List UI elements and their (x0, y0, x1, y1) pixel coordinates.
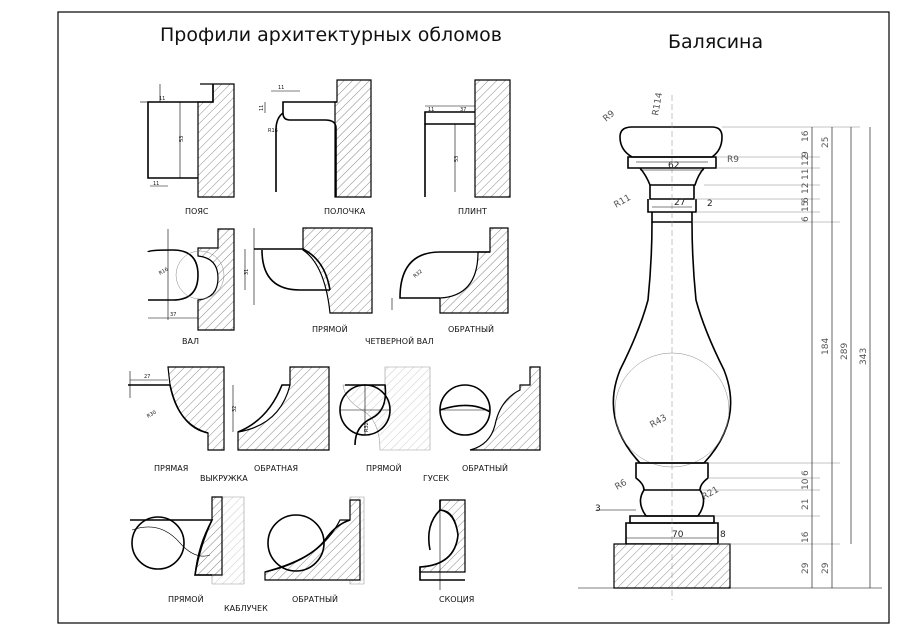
poyas-dim-c: 11 (153, 181, 159, 187)
profile-vykruzhka-pryamaya: 27 R30 (128, 366, 225, 451)
label-kablchuk: КАБЛУЧЕК (224, 604, 268, 613)
polochka-dim-c: R16 (268, 128, 278, 134)
bal-r43: R43 (649, 413, 669, 431)
label-val: ВАЛ (182, 337, 199, 346)
label-gusek-left: ПРЯМОЙ (366, 462, 402, 473)
plint-dim-c: 53 (454, 156, 460, 162)
label-kablchuk-left: ПРЯМОЙ (168, 593, 204, 604)
chetverik-dim-a: 31 (244, 269, 250, 275)
profile-poyas: 11 53 11 (140, 83, 235, 198)
val-dim-b: 37 (170, 312, 176, 318)
bal-h-29a: 29 (801, 562, 811, 574)
label-plint: ПЛИНТ (458, 207, 487, 216)
profile-gusek-pryamoy: R32 (339, 366, 431, 451)
vykruzhka-dim-b: R30 (146, 410, 158, 420)
bal-w-3: 3 (595, 504, 601, 514)
profile-skotsia (419, 499, 466, 590)
bal-w-2: 2 (707, 199, 713, 209)
profile-kablchuk-pryamoy (130, 496, 245, 585)
bal-h-289: 289 (840, 343, 850, 360)
vykruzhka-dim-a: 27 (144, 374, 150, 380)
bal-h-184: 184 (821, 338, 831, 355)
val-dim-a: R16 (158, 267, 170, 277)
profile-gusek-obratny (439, 366, 541, 451)
profile-val: R16 37 (147, 228, 235, 331)
profile-plint: 11 37 53 (424, 79, 511, 198)
profile-polochka: 11 11 R16 (259, 79, 372, 198)
title-baluster: Балясина (668, 31, 763, 53)
bal-h-16: 16 (801, 130, 811, 142)
poyas-dim-a: 11 (159, 96, 165, 102)
sheet-frame (57, 11, 890, 624)
bal-w-62: 62 (668, 161, 679, 171)
bal-h-25: 25 (821, 137, 831, 148)
polochka-dim-a: 11 (278, 85, 284, 91)
label-gusek-right: ОБРАТНЫЙ (462, 462, 508, 473)
label-skotsia: СКОЦИЯ (439, 595, 474, 604)
profile-chetverik-right: 31 (244, 227, 373, 314)
bal-h-12b: 12 (801, 183, 811, 194)
bal-h-16b: 16 (801, 531, 811, 543)
bal-w-27: 27 (674, 198, 685, 208)
bal-h-10: 10 (801, 478, 811, 490)
poyas-dim-b: 53 (179, 136, 185, 142)
label-vykruzhka-left: ПРЯМАЯ (154, 464, 188, 473)
plint-dim-b: 37 (460, 107, 466, 113)
label-chetverik-left: ПРЯМОЙ (312, 323, 348, 334)
bal-r9-right: R9 (727, 155, 739, 165)
bal-w-70: 70 (672, 530, 684, 540)
bal-r21: R21 (701, 485, 721, 503)
bal-h-12a: 12 (801, 155, 811, 166)
bal-h-6c: 6 (801, 470, 811, 476)
label-chetverik: ЧЕТВЕРНОЙ ВАЛ (365, 335, 434, 346)
label-vykruzhka: ВЫКРУЖКА (200, 474, 248, 483)
title-profiles: Профили архитектурных обломов (160, 24, 502, 46)
bal-h-11: 11 (801, 169, 811, 180)
profile-vykruzhka-obratnaya: 32 (232, 366, 330, 451)
profile-chetverik-obratny: R32 (391, 227, 509, 314)
polochka-dim-b: 11 (259, 105, 265, 111)
profile-kablchuk-obratny (264, 496, 365, 585)
chetverik-dim-b: R32 (412, 269, 423, 280)
bal-h-343: 343 (859, 348, 869, 365)
bal-h-9: 9 (801, 151, 811, 157)
bal-h-15: 15 (801, 201, 811, 212)
label-vykruzhka-right: ОБРАТНАЯ (254, 464, 298, 473)
label-polochka: ПОЛОЧКА (324, 207, 366, 216)
label-poyas: ПОЯС (185, 207, 209, 216)
bal-w-8: 8 (720, 530, 726, 540)
bal-h-21: 21 (801, 499, 811, 510)
bal-h-29b: 29 (821, 562, 831, 574)
bal-h-6a: 6 (801, 197, 811, 203)
gusek-dim-a: R32 (364, 422, 370, 432)
bal-h-6b: 6 (801, 216, 811, 222)
label-kablchuk-right: ОБРАТНЫЙ (292, 593, 338, 604)
bal-r9-top: R9 (602, 109, 618, 125)
bal-r6: R6 (614, 478, 630, 493)
label-chetverik-right: ОБРАТНЫЙ (448, 323, 494, 334)
label-gusek: ГУСЕК (423, 474, 449, 483)
baluster-drawing (578, 95, 882, 600)
vykruzhka-dim-c: 32 (232, 406, 238, 412)
bal-r11: R11 (613, 193, 633, 211)
bal-r114: R114 (651, 91, 665, 116)
plint-dim-a: 11 (428, 107, 434, 113)
